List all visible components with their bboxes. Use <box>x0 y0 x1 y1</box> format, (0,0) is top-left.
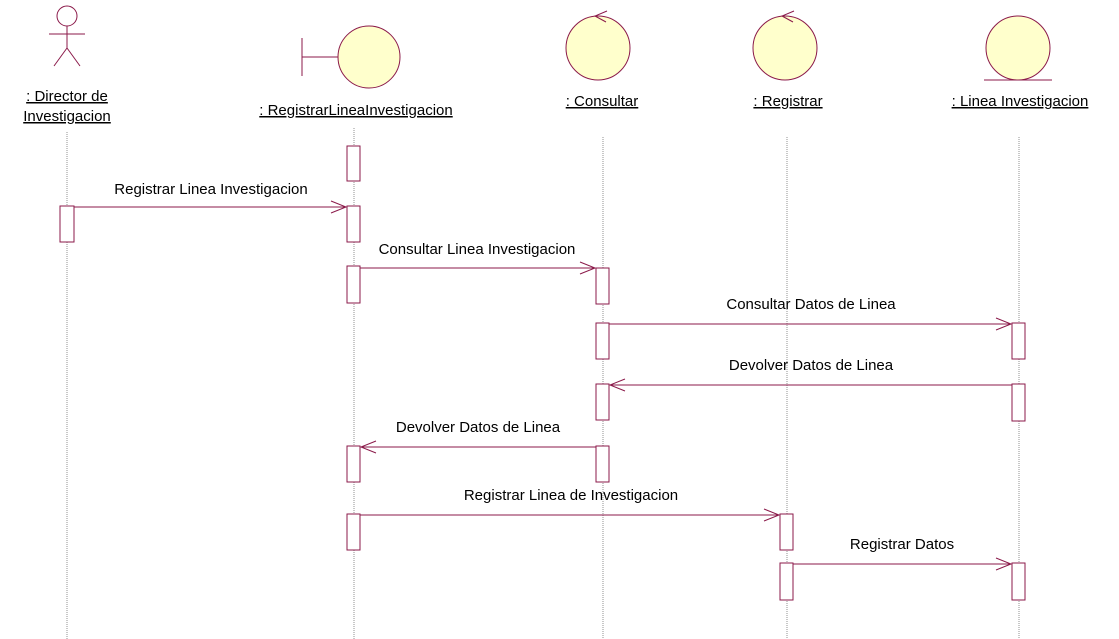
activation-box <box>779 513 794 551</box>
control-icon <box>752 10 818 81</box>
activation-box <box>595 322 610 360</box>
activation-box <box>346 445 361 483</box>
activation-box <box>59 205 75 243</box>
message-label: Devolver Datos de Linea <box>729 357 894 374</box>
lifeline-director: : Director de Investigacion <box>23 5 111 639</box>
message-label: Registrar Linea Investigacion <box>114 181 307 198</box>
activation-box <box>595 267 610 305</box>
control-icon <box>565 10 631 81</box>
lifeline-linea: : Linea Investigacion <box>952 15 1089 639</box>
activation-box <box>779 562 794 601</box>
lifeline-title-line-2: Investigacion <box>23 108 111 125</box>
activation-box <box>1011 562 1026 601</box>
activation-box <box>595 383 610 421</box>
message-registrar-datos: Registrar Datos <box>793 536 1013 571</box>
message-label: Consultar Linea Investigacion <box>379 241 576 258</box>
activation-box <box>346 265 361 304</box>
activation-box <box>346 145 361 182</box>
boundary-icon <box>301 25 401 89</box>
message-label: Registrar Linea de Investigacion <box>464 487 678 504</box>
activations <box>59 145 1026 601</box>
activation-box <box>1011 383 1026 422</box>
lifeline-registrar-ui: : RegistrarLineaInvestigacion <box>259 25 453 639</box>
entity-icon <box>984 15 1052 81</box>
message-consultar-datos-de-linea: Consultar Datos de Linea <box>609 296 1013 331</box>
activation-box <box>595 445 610 483</box>
activation-box <box>1011 322 1026 360</box>
message-label: Registrar Datos <box>850 536 954 553</box>
actor-icon <box>49 5 85 67</box>
lifeline-title: : RegistrarLineaInvestigacion <box>259 102 452 119</box>
message-consultar-linea-investigacion: Consultar Linea Investigacion <box>360 241 597 275</box>
lifeline-registrar: : Registrar <box>752 10 823 639</box>
lifeline-title: : Registrar <box>753 93 822 110</box>
message-label: Devolver Datos de Linea <box>396 419 561 436</box>
activation-box <box>346 513 361 551</box>
lifeline-consultar: : Consultar <box>565 10 639 639</box>
activation-box <box>346 205 361 243</box>
message-registrar-linea-investigacion: Registrar Linea Investigacion <box>74 181 348 214</box>
message-registrar-linea-de-investigacion: Registrar Linea de Investigacion <box>360 487 781 522</box>
lifeline-title: : Consultar <box>566 93 639 110</box>
lifeline-title-line-1: : Director de <box>26 88 108 105</box>
message-devolver-datos-de-linea: Devolver Datos de Linea <box>608 357 1012 392</box>
lifeline-title: : Linea Investigacion <box>952 93 1089 110</box>
message-label: Consultar Datos de Linea <box>726 296 896 313</box>
message-devolver-datos-de-linea: Devolver Datos de Linea <box>359 419 596 454</box>
